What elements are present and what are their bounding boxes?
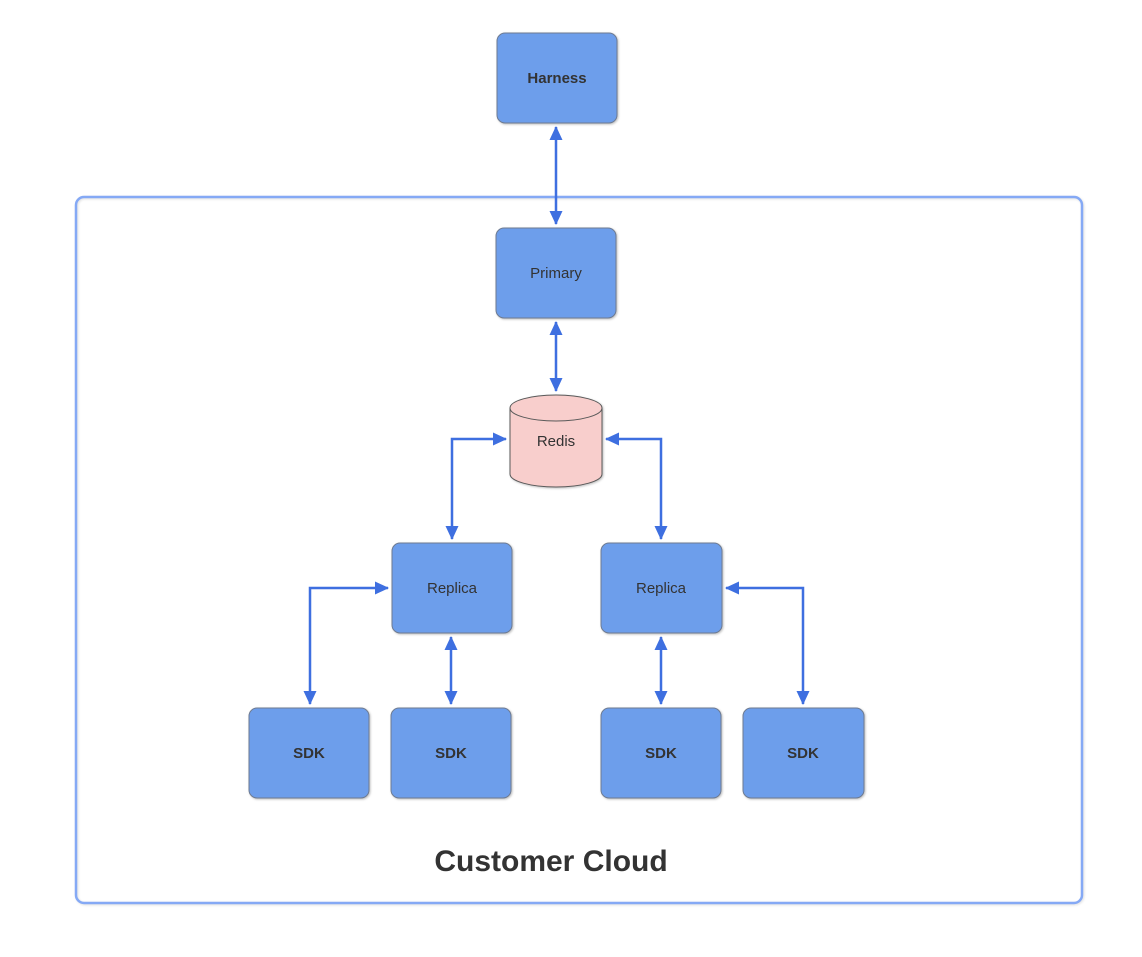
redis-cylinder-rim (509, 407, 603, 422)
sdk-2-box (390, 707, 512, 799)
replica-left-node: Replica (391, 542, 513, 634)
harness-node: Harness (496, 32, 618, 124)
primary-label: Primary (530, 265, 582, 282)
replica-left-label: Replica (427, 580, 478, 597)
sdk-2-node: SDK (390, 707, 512, 799)
sdk-2-label: SDK (435, 745, 467, 762)
sdk-1-label: SDK (293, 745, 325, 762)
connector-replica-left-redis (445, 432, 507, 540)
customer-cloud-title: Customer Cloud (434, 845, 667, 878)
connector-sdk4-replica-right (725, 581, 810, 705)
harness-box (496, 32, 618, 124)
sdk-4-node: SDK (742, 707, 865, 799)
replica-right-box (600, 542, 723, 634)
connector-sdk1-replica-left (303, 581, 389, 705)
sdk-3-box (600, 707, 722, 799)
redis-node: Redis (509, 394, 603, 488)
sdk-3-label: SDK (645, 745, 677, 762)
primary-box (495, 227, 617, 319)
redis-label: Redis (537, 433, 575, 450)
replica-left-box (391, 542, 513, 634)
harness-label: Harness (527, 70, 586, 87)
sdk-3-node: SDK (600, 707, 722, 799)
sdk-4-box (742, 707, 865, 799)
sdk-1-node: SDK (248, 707, 370, 799)
primary-node: Primary (495, 227, 617, 319)
replica-right-node: Replica (600, 542, 723, 634)
sdk-1-box (248, 707, 370, 799)
connector-replica-right-redis (605, 432, 668, 540)
sdk-4-label: SDK (787, 745, 819, 762)
replica-right-label: Replica (636, 580, 687, 597)
customer-cloud-container (74, 195, 1084, 905)
redis-cylinder (509, 394, 603, 488)
